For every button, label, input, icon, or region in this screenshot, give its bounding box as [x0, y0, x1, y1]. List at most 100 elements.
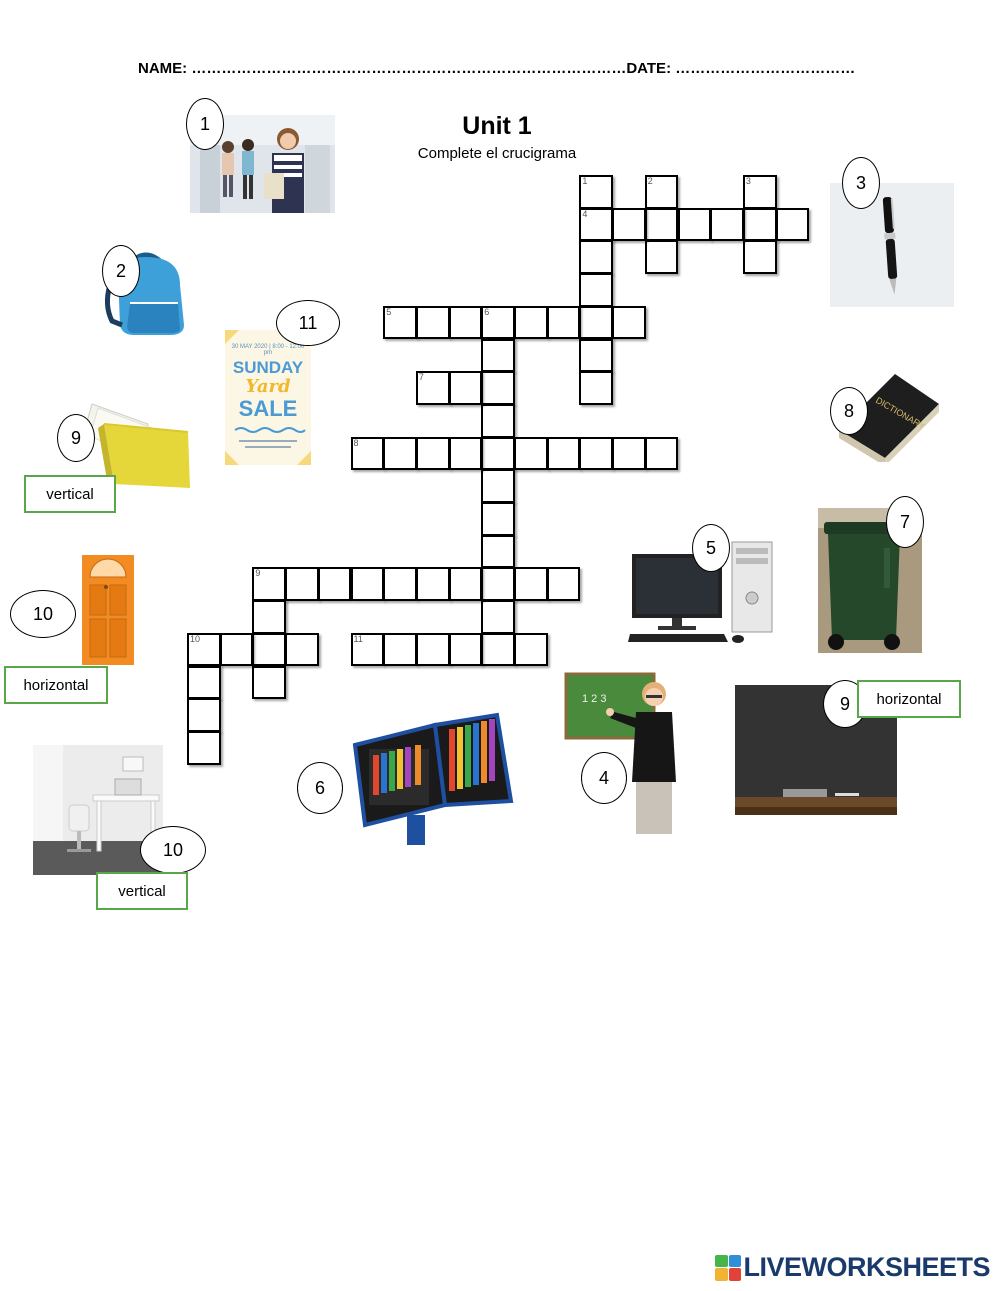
crossword-cell[interactable] [448, 371, 483, 405]
crossword-letter-input[interactable] [254, 634, 285, 665]
crossword-cell[interactable]: 6 [481, 305, 515, 340]
crossword-cell[interactable] [579, 305, 614, 340]
crossword-cell[interactable] [448, 305, 483, 340]
crossword-letter-input[interactable] [548, 307, 579, 338]
crossword-cell[interactable]: 3 [742, 175, 777, 209]
crossword-cell[interactable] [350, 567, 385, 602]
crossword-letter-input[interactable] [385, 634, 415, 665]
crossword-cell[interactable] [415, 305, 450, 340]
crossword-letter-input[interactable] [417, 307, 448, 338]
crossword-cell[interactable] [415, 632, 450, 667]
crossword-letter-input[interactable] [516, 307, 546, 338]
crossword-letter-input[interactable] [581, 373, 612, 403]
crossword-cell[interactable] [481, 632, 515, 667]
crossword-cell[interactable] [481, 502, 515, 536]
crossword-letter-input[interactable] [254, 602, 285, 632]
crossword-letter-input[interactable] [417, 373, 448, 403]
date-field[interactable]: ……………………………… [675, 60, 856, 77]
crossword-cell[interactable] [514, 436, 548, 471]
crossword-cell[interactable]: 11 [350, 632, 385, 667]
crossword-cell[interactable] [481, 403, 515, 438]
crossword-letter-input[interactable] [287, 634, 317, 665]
crossword-cell[interactable] [219, 632, 254, 667]
crossword-cell[interactable] [252, 600, 287, 634]
crossword-letter-input[interactable] [385, 569, 415, 600]
crossword-letter-input[interactable] [483, 634, 513, 665]
crossword-letter-input[interactable] [581, 209, 612, 240]
crossword-letter-input[interactable] [646, 438, 677, 469]
crossword-letter-input[interactable] [254, 667, 285, 698]
crossword-letter-input[interactable] [450, 634, 481, 665]
crossword-cell[interactable] [546, 436, 581, 471]
crossword-cell[interactable] [448, 632, 483, 667]
crossword-letter-input[interactable] [712, 209, 742, 240]
crossword-cell[interactable] [710, 207, 744, 242]
crossword-letter-input[interactable] [679, 209, 710, 240]
crossword-letter-input[interactable] [450, 569, 481, 600]
crossword-letter-input[interactable] [483, 340, 513, 371]
crossword-letter-input[interactable] [614, 438, 644, 469]
crossword-cell[interactable]: 1 [579, 175, 614, 209]
crossword-letter-input[interactable] [744, 242, 775, 273]
crossword-letter-input[interactable] [189, 667, 219, 698]
crossword-cell[interactable] [612, 305, 646, 340]
crossword-cell[interactable] [481, 436, 515, 471]
crossword-letter-input[interactable] [254, 569, 285, 600]
crossword-cell[interactable] [742, 240, 777, 275]
crossword-letter-input[interactable] [516, 569, 546, 600]
crossword-letter-input[interactable] [548, 569, 579, 600]
crossword-letter-input[interactable] [646, 177, 677, 207]
crossword-cell[interactable] [187, 698, 221, 732]
crossword-letter-input[interactable] [189, 634, 219, 665]
crossword-cell[interactable] [252, 665, 287, 700]
crossword-letter-input[interactable] [417, 569, 448, 600]
crossword-letter-input[interactable] [483, 504, 513, 534]
crossword-cell[interactable] [448, 567, 483, 602]
crossword-cell[interactable] [612, 436, 646, 471]
crossword-letter-input[interactable] [221, 634, 252, 665]
crossword-letter-input[interactable] [777, 209, 808, 240]
crossword-letter-input[interactable] [548, 438, 579, 469]
crossword-letter-input[interactable] [483, 405, 513, 436]
crossword-letter-input[interactable] [744, 209, 775, 240]
crossword-letter-input[interactable] [614, 209, 644, 240]
crossword-cell[interactable] [514, 567, 548, 602]
crossword-letter-input[interactable] [646, 242, 677, 273]
crossword-cell[interactable] [448, 436, 483, 471]
crossword-cell[interactable] [546, 305, 581, 340]
crossword-letter-input[interactable] [646, 209, 677, 240]
crossword-letter-input[interactable] [352, 634, 383, 665]
crossword-cell[interactable] [187, 665, 221, 700]
crossword-cell[interactable] [285, 632, 319, 667]
crossword-letter-input[interactable] [352, 569, 383, 600]
crossword-cell[interactable] [579, 371, 614, 405]
crossword-letter-input[interactable] [417, 438, 448, 469]
crossword-cell[interactable] [612, 207, 646, 242]
crossword-letter-input[interactable] [516, 634, 546, 665]
crossword-letter-input[interactable] [189, 732, 219, 763]
crossword-cell[interactable] [579, 436, 614, 471]
crossword-cell[interactable] [644, 207, 679, 242]
crossword-cell[interactable]: 7 [415, 371, 450, 405]
crossword-cell[interactable] [187, 730, 221, 765]
crossword-cell[interactable] [546, 567, 581, 602]
crossword-cell[interactable]: 9 [252, 567, 287, 602]
crossword-letter-input[interactable] [581, 340, 612, 371]
crossword-cell[interactable] [481, 567, 515, 602]
crossword-letter-input[interactable] [483, 536, 513, 567]
crossword-cell[interactable] [252, 632, 287, 667]
crossword-cell[interactable] [317, 567, 352, 602]
crossword-letter-input[interactable] [581, 438, 612, 469]
crossword-letter-input[interactable] [417, 634, 448, 665]
crossword-letter-input[interactable] [581, 275, 612, 305]
crossword-cell[interactable] [514, 632, 548, 667]
crossword-letter-input[interactable] [450, 373, 481, 403]
crossword-letter-input[interactable] [581, 307, 612, 338]
crossword-cell[interactable]: 4 [579, 207, 614, 242]
crossword-cell[interactable] [481, 371, 515, 405]
crossword-cell[interactable] [514, 305, 548, 340]
crossword-cell[interactable] [415, 567, 450, 602]
crossword-letter-input[interactable] [450, 438, 481, 469]
crossword-letter-input[interactable] [581, 242, 612, 273]
crossword-letter-input[interactable] [385, 438, 415, 469]
